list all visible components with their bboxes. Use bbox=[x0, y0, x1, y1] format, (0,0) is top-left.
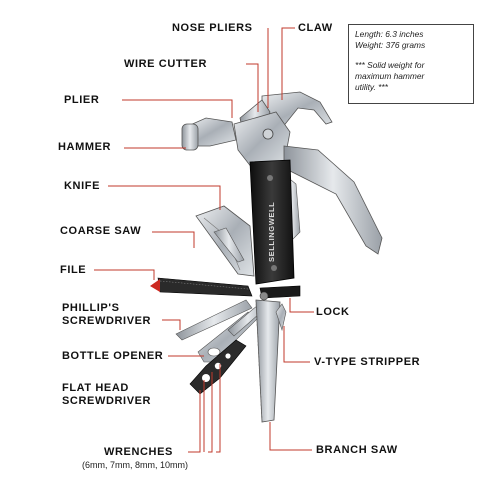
leader-wrench-1 bbox=[188, 390, 201, 453]
coarse-saw bbox=[213, 227, 245, 263]
spec-box: Length: 6.3 inches Weight: 376 grams ***… bbox=[348, 24, 474, 104]
label-phillips-2: SCREWDRIVER bbox=[62, 315, 152, 327]
label-hammer: HAMMER bbox=[58, 141, 112, 153]
label-flat-head-1: FLAT HEAD bbox=[62, 382, 129, 394]
label-lock: LOCK bbox=[316, 306, 350, 318]
label-wire-cutter: WIRE CUTTER bbox=[124, 58, 207, 70]
phillips-screwdriver bbox=[175, 299, 253, 341]
leader-v-type-stripper bbox=[283, 326, 310, 363]
label-flat-head-2: SCREWDRIVER bbox=[62, 395, 152, 407]
label-wrench-sizes: (6mm, 7mm, 8mm, 10mm) bbox=[82, 460, 189, 470]
lock bbox=[259, 285, 301, 301]
spec-weight: Weight: 376 grams bbox=[355, 40, 426, 50]
plier-handle bbox=[283, 145, 383, 255]
pivot-plate bbox=[233, 111, 291, 169]
v-type-stripper bbox=[275, 303, 287, 332]
label-coarse-saw: COARSE SAW bbox=[60, 225, 142, 237]
label-wrenches: WRENCHES bbox=[104, 446, 173, 458]
leader-wrench-3 bbox=[208, 372, 213, 453]
label-knife: KNIFE bbox=[64, 180, 100, 192]
label-branch-saw: BRANCH SAW bbox=[316, 444, 398, 456]
leader-knife bbox=[108, 185, 221, 210]
black-handle bbox=[249, 159, 295, 285]
leader-claw bbox=[281, 27, 295, 100]
leader-phillips bbox=[162, 319, 181, 330]
leader-branch-saw bbox=[269, 422, 312, 451]
spec-length: Length: 6.3 inches bbox=[355, 29, 424, 39]
label-v-type-stripper: V-TYPE STRIPPER bbox=[314, 356, 421, 368]
spec-note-line1: *** Solid weight for bbox=[355, 60, 425, 70]
hammer-head bbox=[181, 117, 237, 151]
file bbox=[150, 277, 253, 297]
leader-coarse-saw bbox=[152, 231, 195, 248]
leader-file bbox=[94, 269, 155, 280]
leader-wrench-4 bbox=[216, 364, 221, 453]
branch-saw bbox=[255, 299, 281, 423]
label-phillips-1: PHILLIP'S bbox=[62, 302, 120, 314]
label-file: FILE bbox=[60, 264, 87, 276]
label-bottle-opener: BOTTLE OPENER bbox=[62, 350, 164, 362]
brand-text: SELLINGWELL bbox=[267, 202, 276, 262]
label-nose-pliers: NOSE PLIERS bbox=[172, 22, 253, 34]
leader-wire-cutter bbox=[246, 63, 259, 112]
leader-lines bbox=[94, 27, 314, 453]
spec-note-line3: utility. *** bbox=[355, 82, 388, 92]
leader-plier bbox=[122, 99, 233, 118]
spec-note-line2: maximum hammer bbox=[355, 71, 425, 81]
label-claw: CLAW bbox=[298, 22, 333, 34]
leader-lock bbox=[289, 298, 314, 313]
label-plier: PLIER bbox=[64, 94, 100, 106]
